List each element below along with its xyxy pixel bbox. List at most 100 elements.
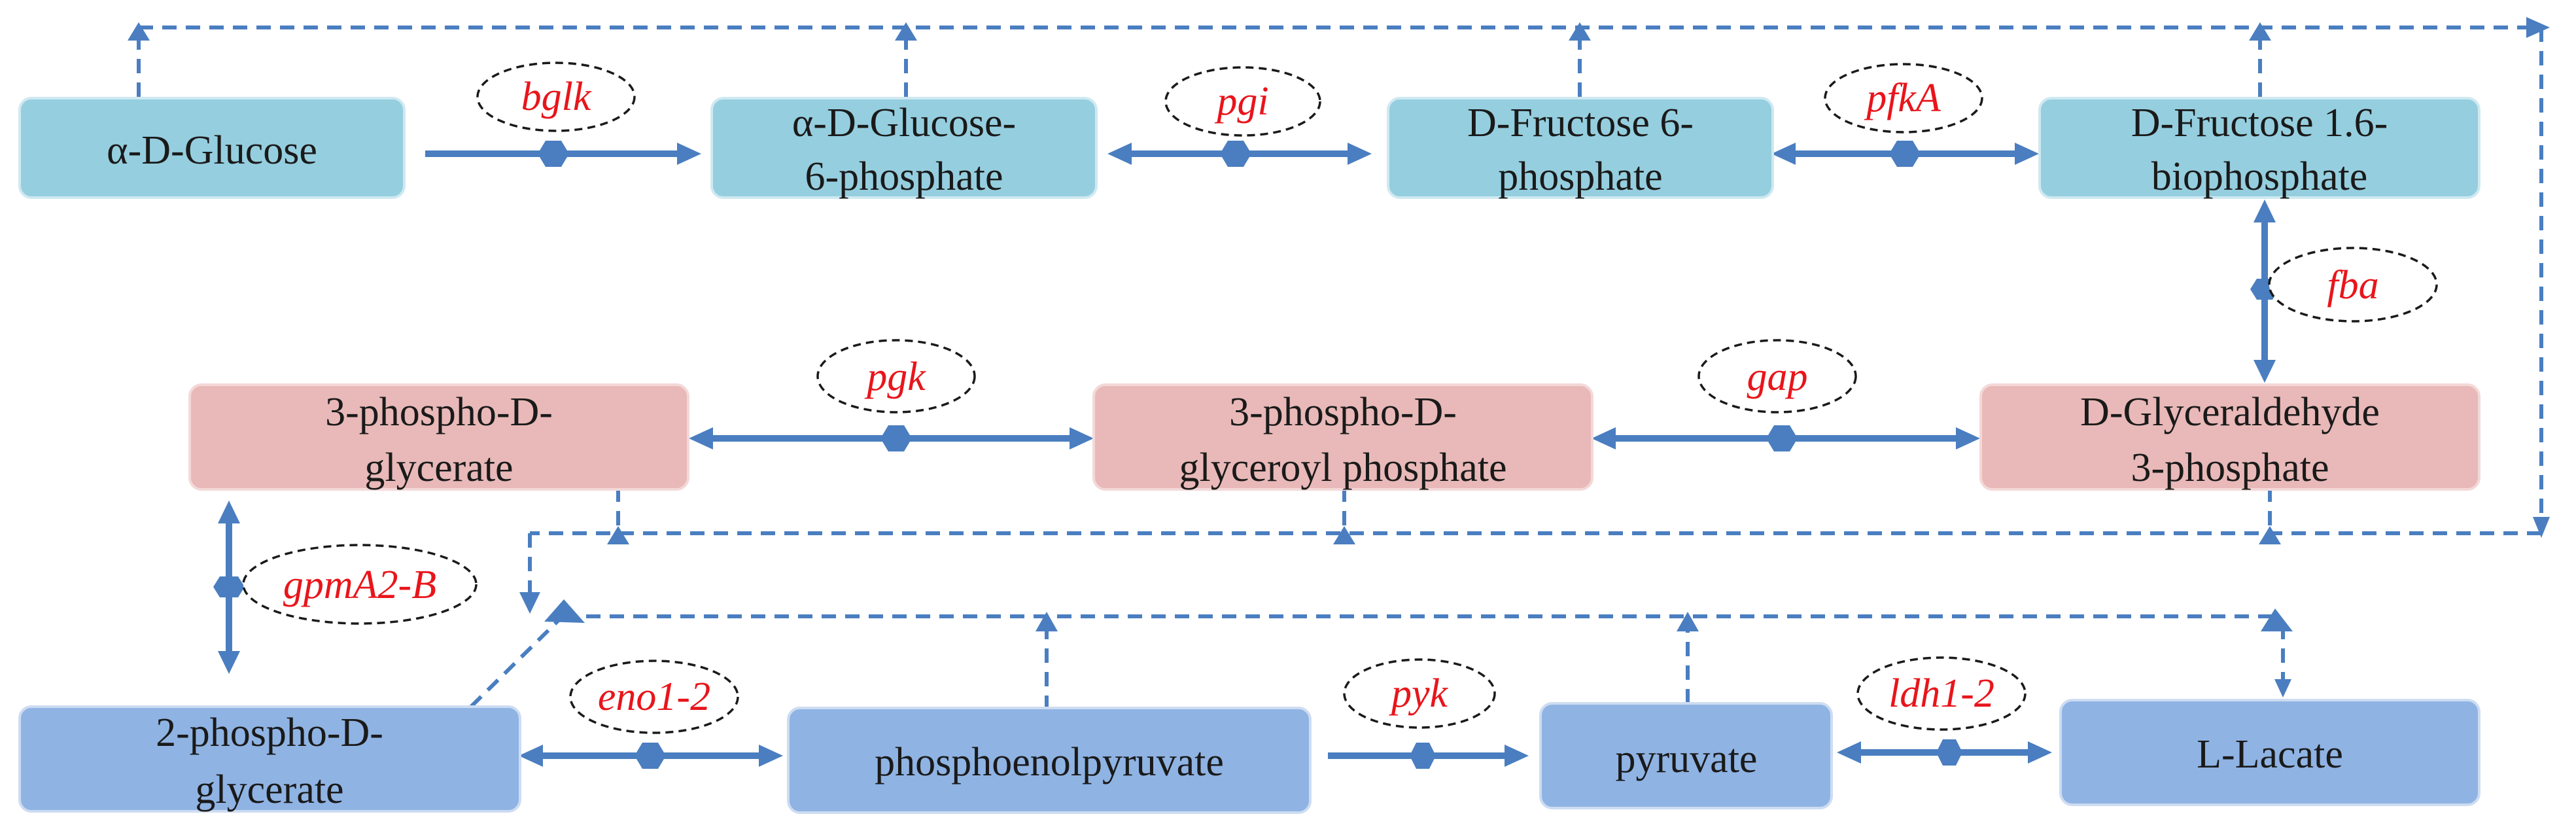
enzyme-ldh1-2: ldh1-2	[1856, 656, 2027, 731]
dashed-diagonal	[469, 614, 565, 709]
metabolite-nodes: α-D-Glucose α-D-Glucose- 6-phosphate D-F…	[18, 97, 2480, 814]
enzyme-oval	[242, 544, 478, 625]
node-label-line: 3-phospho-D-	[325, 390, 553, 434]
dashed-arrowhead-f16bp	[2249, 22, 2271, 41]
enzyme-label: pgi	[1214, 79, 1268, 124]
enzyme-label: eno1-2	[598, 675, 710, 719]
arrowhead-f16bp-right	[2015, 143, 2039, 165]
node-box	[18, 97, 406, 199]
hexagon-pgk	[880, 425, 912, 451]
hexagon-pgi	[1220, 141, 1251, 167]
node-d-glyceraldehyde-3-phosphate: D-Glyceraldehyde 3-phosphate	[1979, 383, 2480, 491]
node-d-fructose-1-6-biophosphate: D-Fructose 1.6- biophosphate	[2038, 97, 2480, 199]
node-phosphoenolpyruvate: phosphoenolpyruvate	[787, 707, 1312, 814]
arrowhead-gap-right	[1956, 427, 1980, 450]
enzyme-oval	[1824, 63, 1983, 133]
enzyme-pgk: pgk	[816, 339, 976, 414]
node-alpha-d-glucose-6-phosphate: α-D-Glucose- 6-phosphate	[710, 97, 1098, 199]
hexagon-ldh1-2	[1936, 739, 1962, 766]
enzyme-oval	[1343, 658, 1496, 729]
enzyme-pfka: pfkA	[1824, 63, 1983, 133]
arrowhead-pyruvate-right	[1505, 745, 1529, 767]
enzyme-label: ldh1-2	[1888, 671, 1994, 716]
node-label-line: 6-phosphate	[805, 154, 1003, 199]
enzyme-bglk: bglk	[476, 62, 636, 132]
node-box	[2059, 699, 2480, 806]
hexagon-gpma2-b	[213, 576, 245, 597]
enzyme-fba: fba	[2268, 247, 2438, 323]
arrowhead-2pg-down	[218, 651, 240, 674]
node-label-line: L-Lacate	[2197, 732, 2343, 777]
node-label-line: phosphate	[1498, 154, 1662, 199]
arrowhead-3pg-up	[218, 501, 240, 523]
hexagon-bglk	[538, 141, 569, 167]
hexagon-gap	[1766, 425, 1798, 451]
node-label-line: biophosphate	[2151, 154, 2368, 199]
node-label-line: D-Fructose 6-	[1467, 101, 1694, 145]
node-box	[1092, 383, 1593, 491]
node-label-line: pyruvate	[1616, 737, 1758, 781]
enzyme-oval	[1164, 66, 1321, 137]
node-2-phospho-d-glycerate: 2-phospho-D- glycerate	[18, 705, 521, 813]
node-label-line: α-D-Glucose	[107, 128, 317, 173]
arrowhead-pyruvate-left	[1837, 741, 1861, 764]
dashed-arrowhead-glyceroyl	[1333, 526, 1355, 544]
enzyme-pgi: pgi	[1164, 66, 1321, 137]
dashed-arrowhead-lacate-top	[2261, 609, 2293, 631]
node-box	[1539, 702, 1833, 809]
dashed-arrowhead-pep	[1036, 612, 1058, 631]
node-label-line: phosphoenolpyruvate	[875, 740, 1224, 785]
node-label-line: glycerate	[364, 446, 513, 490]
enzyme-pyk: pyk	[1343, 658, 1496, 729]
arrowhead-g6p-left	[1107, 143, 1132, 165]
enzyme-label: pfkA	[1864, 76, 1941, 120]
node-label-line: glycerate	[195, 767, 343, 812]
arrowhead-glyceroyl-right	[1070, 427, 1094, 450]
node-box	[710, 97, 1098, 199]
node-box	[787, 707, 1312, 814]
dashed-arrowhead-left-drop	[519, 592, 540, 614]
arrowhead-glucose-to-g6p	[677, 143, 701, 165]
enzyme-oval	[2268, 247, 2438, 323]
dashed-arrowhead-g6p	[895, 22, 917, 41]
node-box	[18, 705, 521, 813]
arrowhead-pep-right	[759, 745, 783, 767]
dashed-arrowhead-pyruvate	[1677, 612, 1699, 631]
node-l-lacate: L-Lacate	[2059, 699, 2480, 806]
node-label-line: D-Glyceraldehyde	[2080, 390, 2380, 434]
arrowhead-f6p-right	[1348, 143, 1372, 165]
node-label-line: α-D-Glucose-	[792, 101, 1016, 145]
arrowhead-2pg-left	[519, 745, 543, 767]
node-box	[1979, 383, 2480, 491]
dashed-arrowhead-diagonal	[544, 599, 585, 623]
node-d-fructose-6-phosphate: D-Fructose 6- phosphate	[1387, 97, 1774, 199]
node-box	[188, 383, 689, 491]
node-box	[2038, 97, 2480, 199]
enzyme-oval	[569, 660, 739, 734]
enzyme-eno1-2: eno1-2	[569, 660, 739, 734]
enzyme-oval	[816, 339, 976, 414]
dashed-arrowhead-gap	[2259, 526, 2281, 544]
dashed-arrowhead-f6p	[1569, 22, 1591, 41]
arrowhead-3pg-left	[689, 427, 713, 450]
node-label-line: D-Fructose 1.6-	[2131, 101, 2388, 145]
node-label-line: 3-phospho-D-	[1229, 390, 1457, 434]
enzyme-label: gpmA2-B	[283, 563, 436, 607]
dashed-connector-network	[128, 17, 2550, 710]
dashed-arrowhead-glucose	[128, 22, 150, 41]
arrowhead-gap-down	[2254, 360, 2276, 383]
arrowhead-glyceroyl-left	[1592, 427, 1616, 450]
arrowhead-f6p-left	[1771, 143, 1796, 165]
hexagon-pyk	[1410, 743, 1436, 769]
node-label-line: 3-phosphate	[2131, 446, 2329, 490]
node-pyruvate: pyruvate	[1539, 702, 1833, 809]
enzyme-gpma2-b: gpmA2-B	[242, 544, 478, 625]
reaction-arrows	[213, 141, 2279, 769]
arrowhead-lacate-right	[2028, 741, 2052, 764]
hexagon-pfka	[1889, 141, 1921, 167]
enzyme-gap: gap	[1697, 339, 1857, 414]
enzyme-labels: bglk pgi pfkA fba pgk gap gpmA2-B eno1-	[242, 62, 2438, 734]
node-alpha-d-glucose: α-D-Glucose	[18, 97, 406, 199]
dashed-arrowhead-right-bottom	[2533, 517, 2550, 538]
